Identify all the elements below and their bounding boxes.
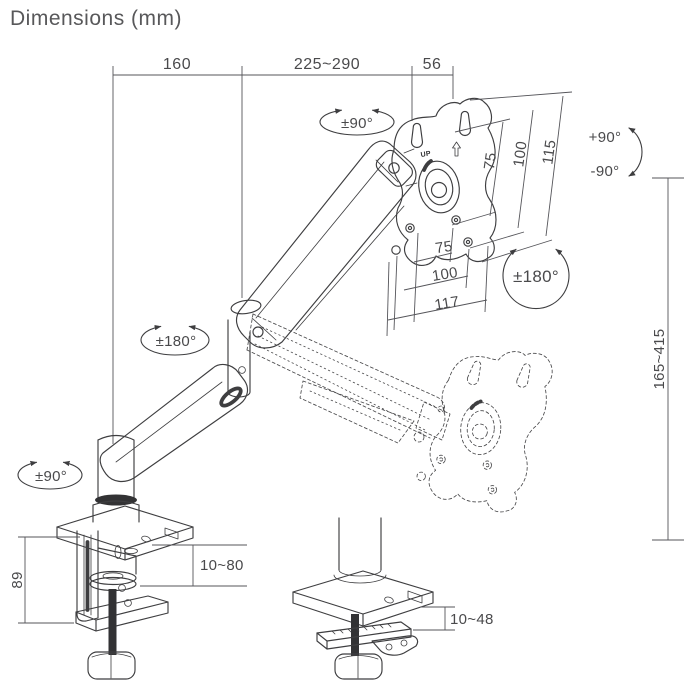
elbow-swivel-annotation: ±180° (140, 324, 210, 356)
dim-arm-front-reach: 225~290 (294, 56, 360, 73)
head-joint (375, 148, 418, 187)
upper-arm (235, 140, 417, 349)
rot-elbow-swivel: ±180° (156, 333, 197, 350)
vesa-bottom-dimensions: 75 100 117 (386, 227, 489, 337)
grommet-plate (316, 621, 419, 656)
vesa-up-arrow-icon (452, 141, 461, 157)
rot-base-swivel: ±90° (35, 468, 67, 485)
elbow-joint (227, 299, 264, 398)
dim-vesa-bottom-inner: 75 (434, 238, 454, 257)
vesa-up-label: UP (420, 150, 431, 159)
top-dimension-lines: 160 225~290 56 (112, 56, 454, 444)
head-swivel-annotation: ±90° (319, 108, 395, 136)
base-swivel-annotation: ±90° (17, 460, 83, 490)
dim-vesa-bottom-plate: 117 (433, 293, 460, 314)
dim-height-range: 165~415 (651, 329, 668, 390)
ghost-vesa-plate (410, 328, 564, 523)
height-range-dimension: 165~415 (651, 177, 684, 541)
rot-vesa-rotation: ±180° (513, 267, 559, 286)
clamp-bracket (75, 530, 169, 632)
dim-vesa-side-plate: 115 (539, 139, 559, 166)
rot-head-swivel: ±90° (341, 115, 373, 132)
dim-clamp-height: 89 (9, 571, 26, 588)
arm-assembly (92, 140, 418, 523)
ghost-arm (246, 313, 451, 444)
dim-clamp-range: 10~80 (200, 557, 244, 574)
dim-vesa-bottom-outer: 100 (431, 264, 459, 285)
dim-grommet-range: 10~48 (450, 611, 494, 628)
rot-tilt-down: -90° (591, 163, 620, 180)
vesa-rotation-annotation: ±180° (502, 248, 570, 310)
grommet-range-dimension: 10~48 (413, 606, 494, 631)
clamp-height-dimension: 89 (9, 536, 80, 624)
dim-vesa-side-outer: 100 (510, 140, 530, 168)
tilt-arrow (628, 127, 643, 177)
pole-collar (95, 494, 137, 506)
base-pole (97, 434, 135, 499)
dim-arm-rear-reach: 160 (163, 56, 191, 73)
grommet-mount (292, 517, 434, 680)
tilt-annotation: +90° -90° (589, 127, 643, 180)
page-title: Dimensions (mm) (10, 7, 182, 30)
dim-head-depth: 56 (423, 56, 442, 73)
grommet-knob (334, 653, 383, 680)
vesa-side-dimensions: 75 100 115 (451, 91, 573, 263)
rot-tilt-up: +90° (589, 129, 622, 146)
clamp-screw (87, 570, 137, 680)
clamp-base (56, 505, 194, 680)
lower-arm-link (99, 363, 249, 483)
dim-vesa-side-inner: 75 (481, 151, 500, 170)
clamp-range-dimension: 10~80 (140, 544, 247, 587)
